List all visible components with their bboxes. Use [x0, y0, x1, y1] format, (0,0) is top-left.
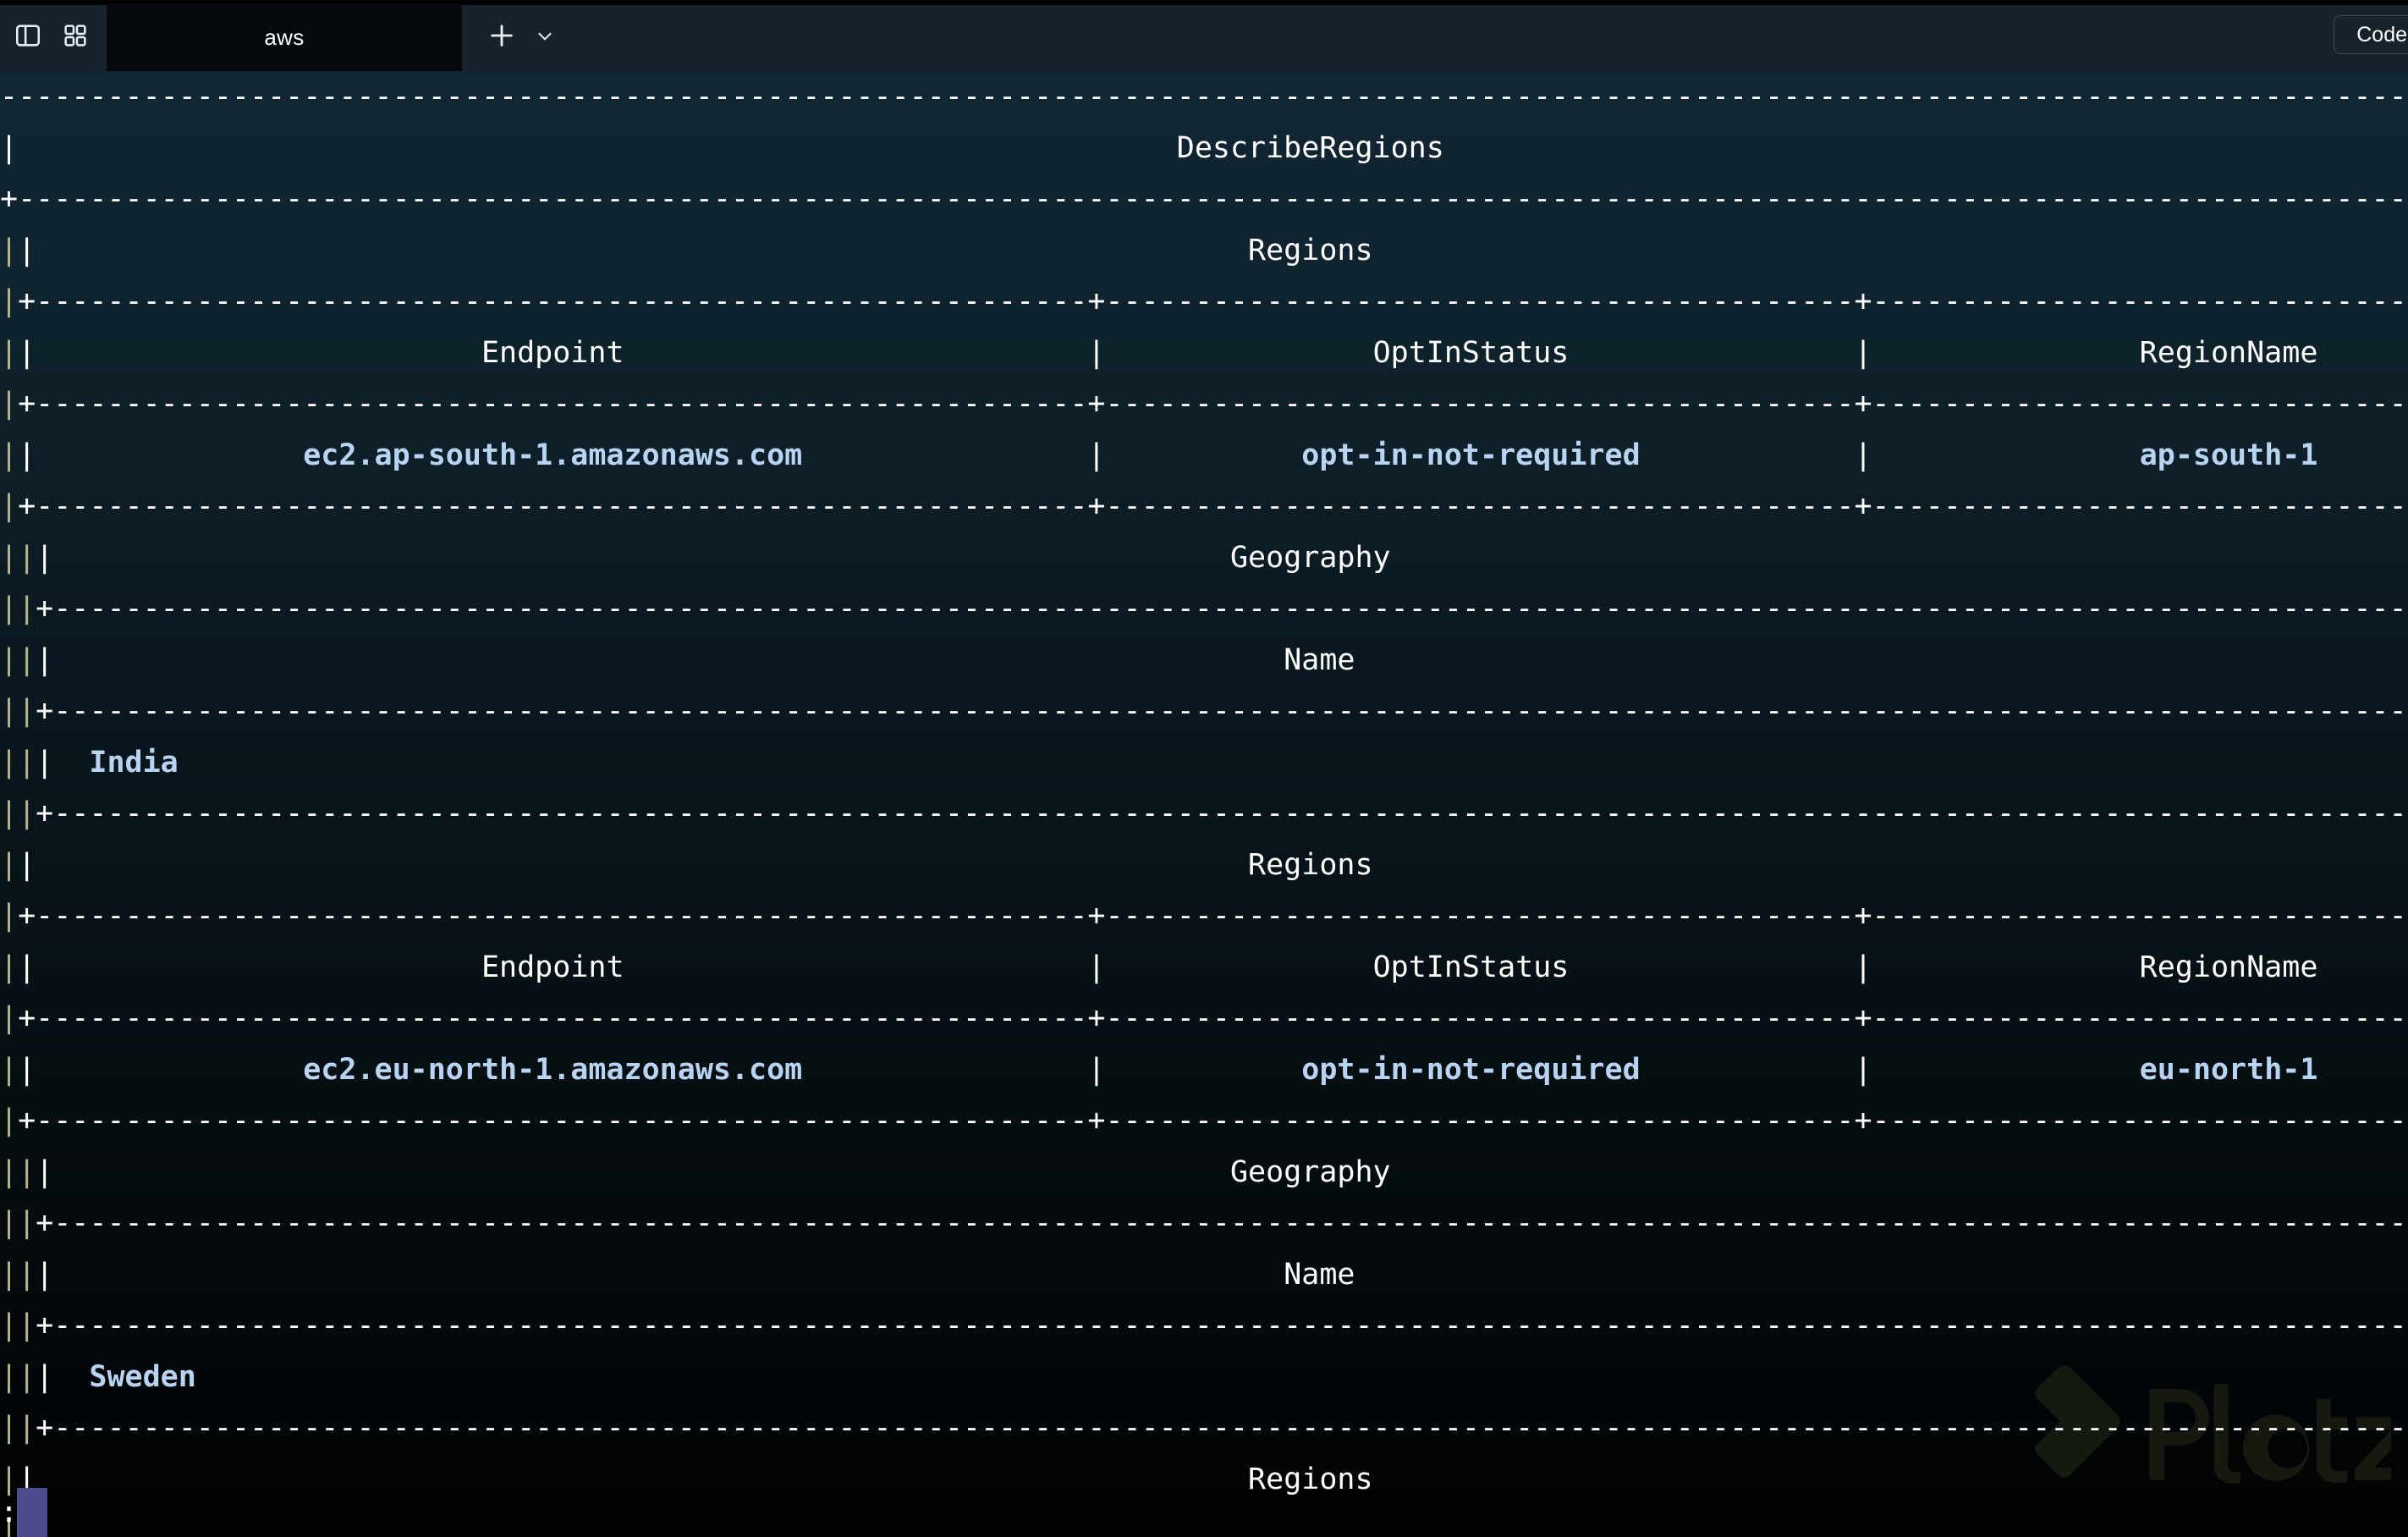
tab-actions [481, 14, 562, 57]
geography-section-header: ||| Geography ||| [0, 540, 1391, 575]
geography-data-row: ||| Sweden ||| [0, 1359, 196, 1394]
geography-data-row: ||| India ||| [0, 745, 179, 780]
regions-section-header: || Regions || [0, 847, 1373, 882]
regions-data-row: || ec2.eu-north-1.amazonaws.com | opt-in… [0, 1052, 2318, 1087]
geography-value-rule-top: ||+-------------------------------------… [0, 694, 2408, 728]
terminal-cursor-line: : [0, 1488, 47, 1537]
code-button-label: Code [2356, 22, 2407, 47]
terminal-body[interactable]: ----------------------------------------… [0, 71, 2408, 1537]
geography-header-rule: ||+-------------------------------------… [0, 592, 2408, 625]
regions-values-rule-bottom: |+--------------------------------------… [0, 1104, 2408, 1138]
regions-section-header-trailing: || Regions || [0, 1462, 1373, 1496]
plus-icon[interactable] [481, 14, 523, 57]
code-button[interactable]: Code [2334, 15, 2408, 54]
tab-strip: aws [107, 0, 462, 71]
terminal-screen: ----------------------------------------… [0, 71, 2408, 1537]
geography-column-header: ||| Name ||| [0, 642, 1355, 677]
regions-header-rule: |+--------------------------------------… [0, 899, 2408, 933]
terminal-tab-label: aws [264, 24, 305, 50]
regions-section-header: || Regions || [0, 233, 1373, 267]
geography-section-header: ||| Geography ||| [0, 1154, 1391, 1189]
geography-column-header: ||| Name ||| [0, 1257, 1355, 1292]
table-title-row: | DescribeRegions | [0, 130, 1444, 165]
regions-values-rule-top: |+--------------------------------------… [0, 387, 2408, 421]
regions-header-rule: |+--------------------------------------… [0, 284, 2408, 318]
table-top-rule: ----------------------------------------… [0, 80, 2408, 113]
regions-column-headers: || Endpoint | OptInStatus | RegionName |… [0, 950, 2318, 984]
regions-values-rule-bottom: |+--------------------------------------… [0, 489, 2408, 523]
chevron-down-icon[interactable] [528, 17, 562, 54]
regions-column-headers: || Endpoint | OptInStatus | RegionName |… [0, 335, 2318, 370]
text-cursor [17, 1488, 47, 1537]
prompt-colon: : [0, 1496, 19, 1529]
terminal-tab-aws[interactable]: aws [107, 3, 462, 71]
regions-values-rule-top: |+--------------------------------------… [0, 1001, 2408, 1035]
geography-value-rule-top: ||+-------------------------------------… [0, 1308, 2408, 1342]
grid-apps-icon[interactable] [56, 16, 95, 55]
regions-trailing-continuation: || || [0, 1513, 36, 1537]
geography-value-rule-bottom: ||+-------------------------------------… [0, 796, 2408, 830]
regions-data-row: || ec2.ap-south-1.amazonaws.com | opt-in… [0, 438, 2318, 472]
geography-value-rule-bottom: ||+-------------------------------------… [0, 1411, 2408, 1445]
table-title-rule: +---------------------------------------… [0, 182, 2408, 216]
geography-header-rule: ||+-------------------------------------… [0, 1206, 2408, 1240]
panel-left-icon[interactable] [8, 16, 47, 55]
window-titlebar: aws Code [0, 0, 2408, 71]
